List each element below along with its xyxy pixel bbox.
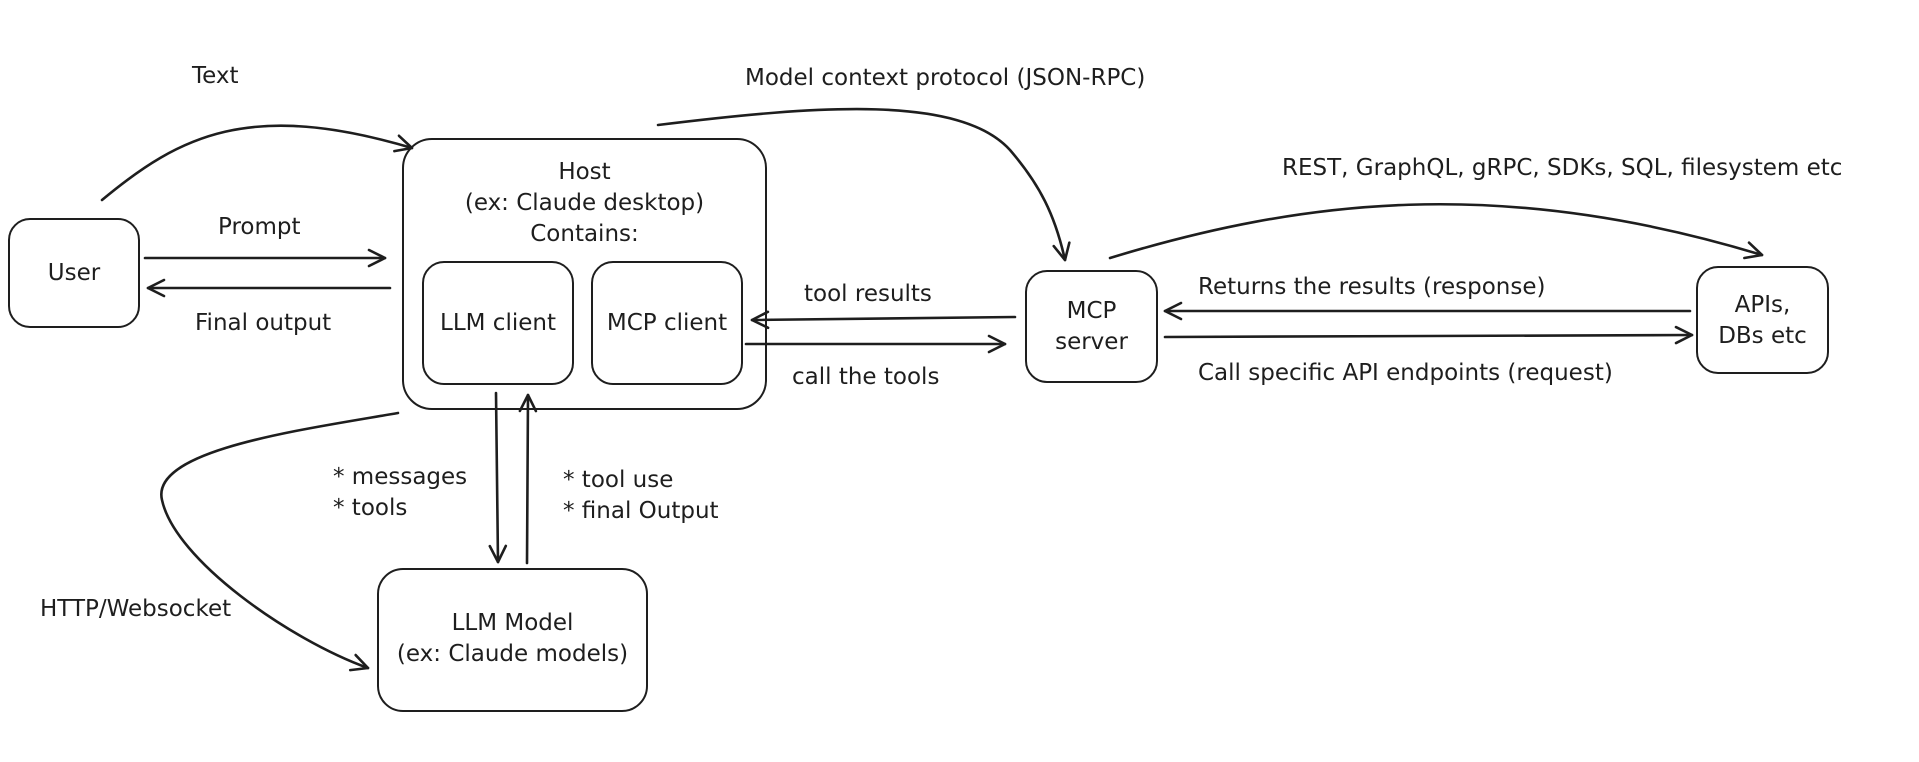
label-prompt: Prompt xyxy=(218,214,301,240)
arrow-rest xyxy=(1108,202,1764,260)
arrow-tool-use xyxy=(518,393,538,565)
arrow-call-api xyxy=(1163,325,1694,345)
user-label: User xyxy=(47,260,101,286)
label-messages: * messages xyxy=(333,464,468,490)
mcp-server-line2: server xyxy=(1055,329,1128,355)
llm-model-node: LLM Model (ex: Claude models) xyxy=(377,568,648,712)
host-node: Host (ex: Claude desktop) Contains: xyxy=(402,138,767,410)
llm-model-title: LLM Model xyxy=(451,610,574,636)
mcp-client-label: MCP client xyxy=(606,310,728,336)
label-call-api: Call specific API endpoints (request) xyxy=(1198,360,1613,386)
label-model-context-protocol: Model context protocol (JSON-RPC) xyxy=(745,65,1146,91)
llm-model-subtitle: (ex: Claude models) xyxy=(396,641,629,667)
host-contains: Contains: xyxy=(530,221,639,247)
label-rest: REST, GraphQL, gRPC, SDKs, SQL, filesyst… xyxy=(1282,155,1843,181)
label-final-output-2: * final Output xyxy=(563,498,719,524)
mcp-client-node: MCP client xyxy=(591,261,743,385)
arrow-messages-tools xyxy=(488,391,508,564)
host-title: Host xyxy=(558,159,611,185)
label-text: Text xyxy=(192,63,239,89)
llm-client-node: LLM client xyxy=(422,261,574,385)
mcp-server-node: MCP server xyxy=(1025,270,1158,383)
arrow-tool-results xyxy=(750,310,1017,330)
host-subtitle: (ex: Claude desktop) xyxy=(464,190,705,216)
label-tools: * tools xyxy=(333,495,408,521)
arrow-text xyxy=(100,124,414,202)
arrow-http-websocket xyxy=(160,411,400,672)
mcp-server-line1: MCP xyxy=(1066,298,1117,324)
label-call-the-tools: call the tools xyxy=(792,364,940,390)
user-node: User xyxy=(8,218,140,328)
llm-client-label: LLM client xyxy=(440,310,556,336)
apis-line2: DBs etc xyxy=(1718,323,1807,349)
label-final-output: Final output xyxy=(195,310,332,336)
apis-node: APIs, DBs etc xyxy=(1696,266,1829,374)
label-tool-use: * tool use xyxy=(563,467,674,493)
label-tool-results: tool results xyxy=(804,281,932,307)
label-http-websocket: HTTP/Websocket xyxy=(40,596,232,622)
apis-line1: APIs, xyxy=(1734,292,1791,318)
arrow-model-context-protocol xyxy=(656,107,1071,262)
label-returns-results: Returns the results (response) xyxy=(1198,274,1546,300)
